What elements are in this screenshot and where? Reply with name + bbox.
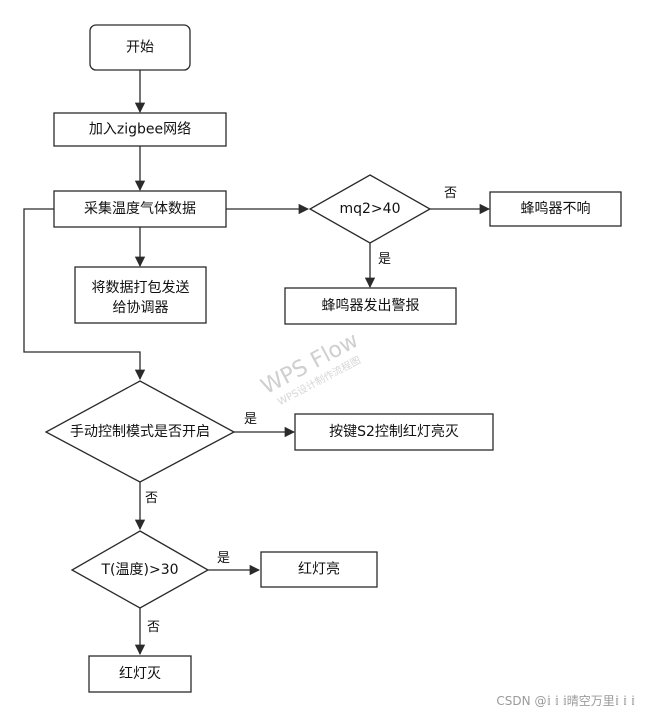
collect-data-label: 采集温度气体数据	[84, 200, 196, 217]
pack-send-label-line2: 给协调器	[113, 300, 169, 316]
temp-check-label: T(温度)>30	[100, 562, 178, 578]
red-on-node: 红灯亮	[260, 551, 378, 588]
pack-send-node: 将数据打包发送 给协调器	[74, 266, 207, 324]
edge-loop-to-manual	[23, 208, 146, 381]
collect-data-node: 采集温度气体数据	[53, 190, 227, 228]
connectors	[23, 70, 491, 656]
manual-mode-label: 手动控制模式是否开启	[70, 424, 210, 440]
key-control-node: 按键S2控制红灯亮灭	[294, 413, 494, 451]
buzzer-alarm-node: 蜂鸣器发出警报	[284, 287, 457, 325]
source-credit: CSDN @𝕚 𝕚 𝕚晴空万里𝕚 𝕚 𝕚	[496, 694, 635, 708]
edge-label-manual-yes: 是	[244, 412, 257, 427]
buzzer-off-node: 蜂鸣器不响	[489, 191, 622, 227]
key-control-label: 按键S2控制红灯亮灭	[329, 423, 459, 440]
gas-check-label: mq2>40	[340, 201, 401, 217]
edge-label-manual-no: 否	[145, 491, 158, 506]
start-label: 开始	[126, 40, 154, 56]
edge-label-gas-no: 否	[444, 186, 457, 201]
temp-check-decision: T(温度)>30	[70, 530, 210, 609]
gas-check-decision: mq2>40	[308, 174, 432, 244]
start-node: 开始	[89, 24, 191, 71]
edge-label-temp-yes: 是	[217, 551, 230, 566]
watermark: WPS Flow WPS设计制作流程图	[257, 328, 363, 408]
edge-label-gas-yes: 是	[378, 252, 391, 267]
join-network-label: 加入zigbee网络	[89, 122, 191, 138]
join-network-node: 加入zigbee网络	[53, 112, 227, 147]
edge-label-temp-no: 否	[147, 620, 160, 635]
red-on-label: 红灯亮	[298, 561, 340, 578]
buzzer-alarm-label: 蜂鸣器发出警报	[322, 297, 420, 314]
red-off-node: 红灯灭	[88, 655, 192, 693]
pack-send-label-line1: 将数据打包发送	[92, 279, 190, 296]
red-off-label: 红灯灭	[119, 666, 161, 682]
buzzer-off-label: 蜂鸣器不响	[521, 200, 591, 217]
manual-mode-decision: 手动控制模式是否开启	[44, 380, 236, 483]
